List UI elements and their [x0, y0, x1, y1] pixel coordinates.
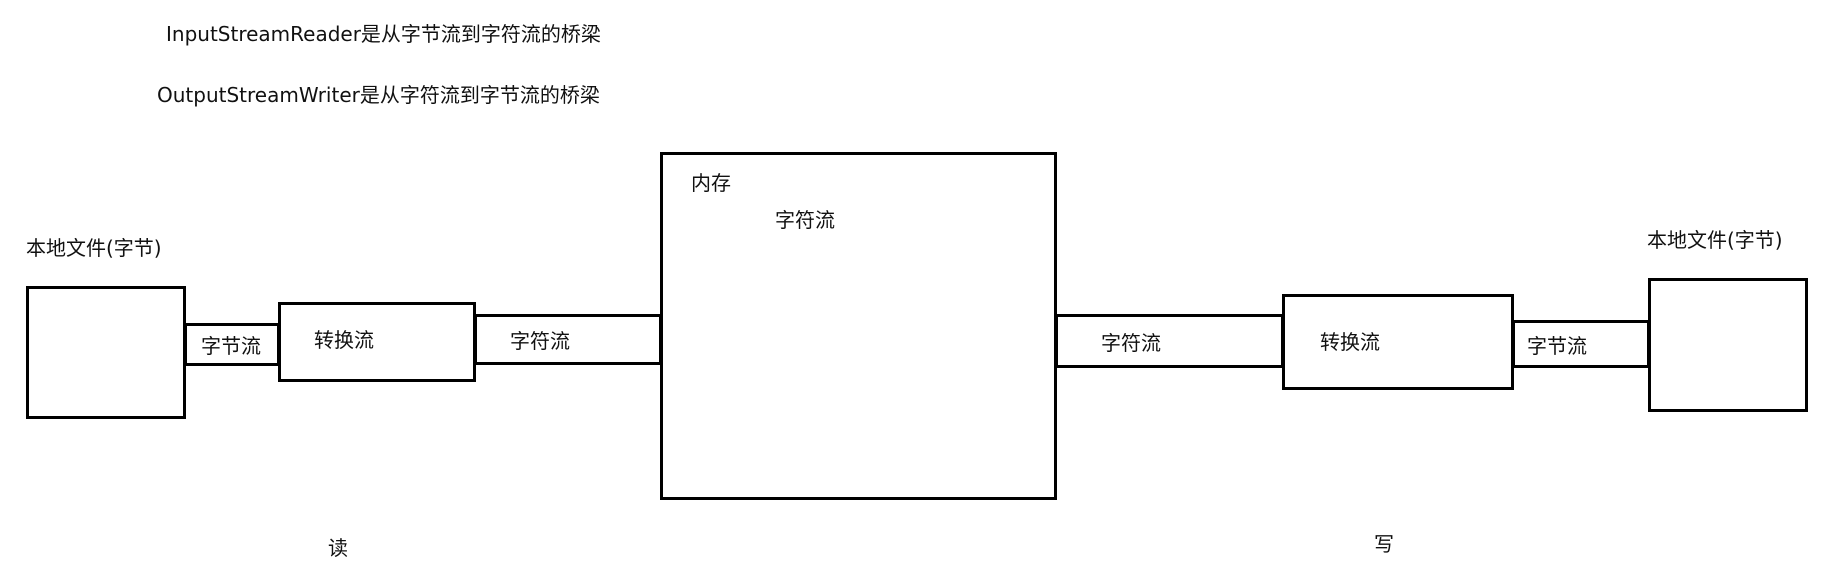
left-char-stream-label: 字符流: [510, 329, 570, 353]
right-converter-label: 转换流: [1320, 330, 1380, 354]
memory-box: 内存 字符流: [660, 152, 1057, 500]
right-file-label: 本地文件(字节): [1647, 228, 1783, 252]
left-converter-label: 转换流: [314, 328, 374, 352]
writer-note: OutputStreamWriter是从字符流到字节流的桥梁: [157, 83, 600, 107]
left-byte-stream-pipe: 字节流: [184, 323, 280, 366]
left-converter-box: 转换流: [278, 302, 476, 382]
right-converter-box: 转换流: [1282, 294, 1514, 390]
reader-note: InputStreamReader是从字节流到字符流的桥梁: [166, 22, 601, 46]
left-byte-stream-label: 字节流: [201, 334, 261, 358]
right-char-stream-label: 字符流: [1101, 331, 1161, 355]
right-byte-stream-label: 字节流: [1527, 334, 1587, 358]
write-caption: 写: [1374, 532, 1394, 556]
memory-char-stream-label: 字符流: [775, 208, 835, 232]
right-byte-stream-pipe: 字节流: [1512, 320, 1650, 368]
left-char-stream-pipe: 字符流: [474, 314, 662, 365]
right-file-box: [1648, 278, 1808, 412]
read-caption: 读: [328, 536, 348, 560]
right-char-stream-pipe: 字符流: [1055, 314, 1284, 368]
left-file-box: [26, 286, 186, 419]
memory-title: 内存: [691, 171, 731, 195]
left-file-label: 本地文件(字节): [26, 236, 162, 260]
